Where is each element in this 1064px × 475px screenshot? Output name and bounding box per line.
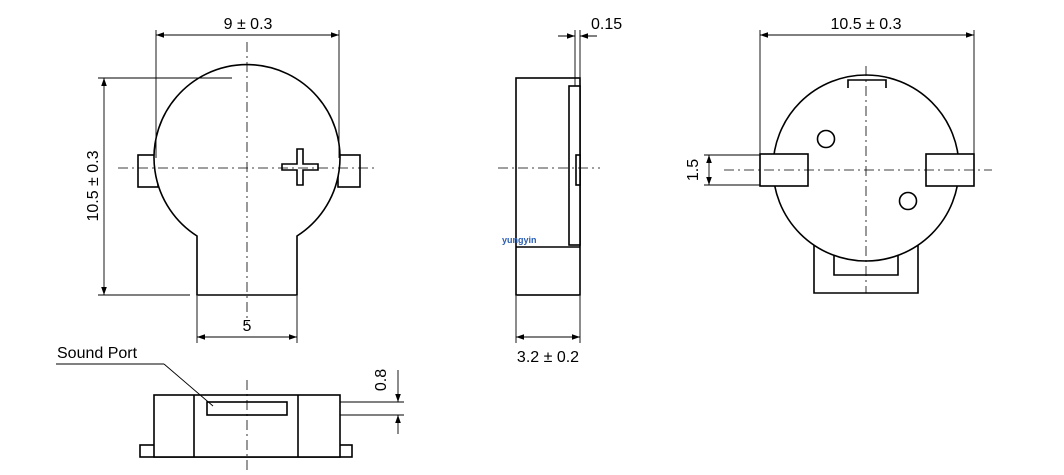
front-body-outline: [153, 63, 341, 296]
dim-height: 10.5 ± 0.3: [85, 150, 102, 221]
back-hole-upper: [816, 129, 836, 149]
side-pin: [575, 154, 581, 186]
sound-port-leader-diag: [163, 363, 214, 407]
front-right-pin: [337, 154, 361, 188]
dim-side-plate: 0.15: [591, 16, 622, 33]
dim-side-thickness: 3.2 ± 0.2: [517, 349, 579, 366]
dim-back-width: 10.5 ± 0.3: [830, 16, 901, 33]
side-view: yungyin 0.15 3.2 ± 0.2: [498, 16, 622, 366]
bottom-view: Sound Port 0.8: [56, 345, 404, 472]
front-view: 9 ± 0.3 10.5 ± 0.3 5: [85, 16, 378, 343]
watermark-text: yungyin: [502, 235, 537, 245]
sound-port-label: Sound Port: [57, 345, 138, 362]
back-view: 10.5 ± 0.3 1.5: [685, 16, 992, 294]
front-cross-mark: [281, 148, 319, 186]
back-top-notch: [847, 79, 887, 88]
back-hole-lower: [898, 191, 918, 211]
dim-top-width: 9 ± 0.3: [224, 16, 273, 33]
dim-base-width: 5: [243, 318, 252, 335]
dim-port-height: 0.8: [373, 369, 390, 391]
dim-pin-height: 1.5: [685, 159, 702, 181]
